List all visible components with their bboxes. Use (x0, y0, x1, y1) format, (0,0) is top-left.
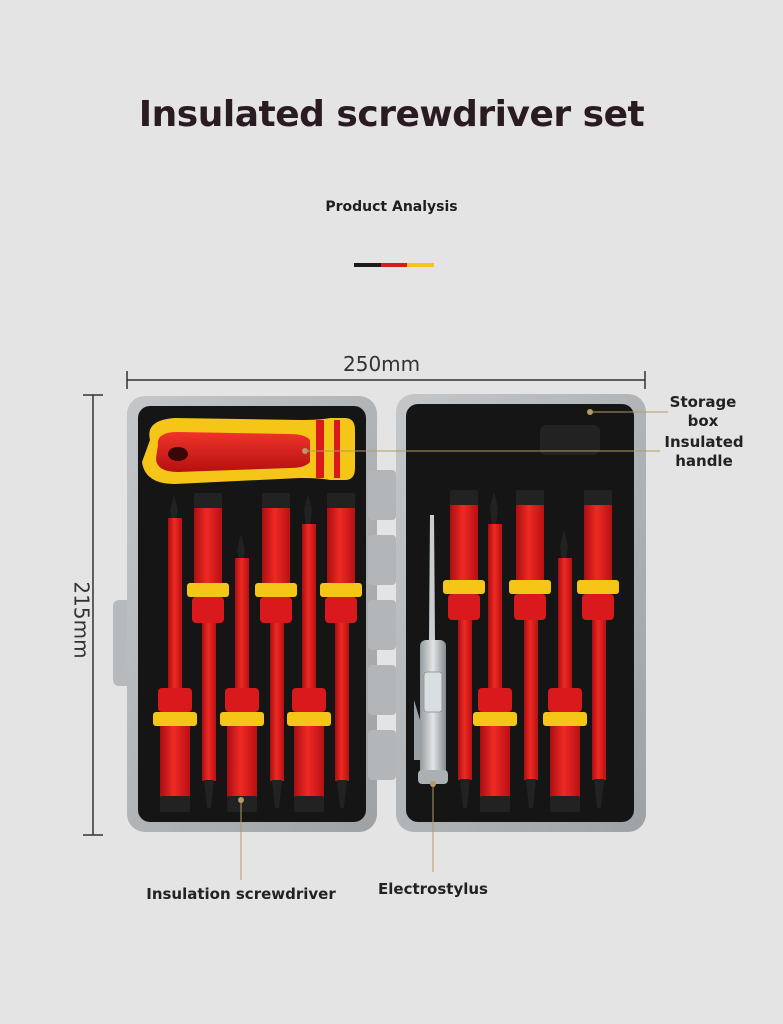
flag-red (380, 263, 408, 267)
screwdriver-9 (509, 490, 551, 808)
width-dimension-label: 250mm (343, 352, 421, 376)
screwdriver-10 (543, 530, 587, 812)
section-subtitle: Product Analysis (325, 199, 458, 215)
width-dimension-line (126, 371, 646, 389)
color-flag-divider (354, 263, 435, 267)
storage-box-label: Storage box (669, 393, 737, 430)
screwdriver-row-left (153, 493, 362, 812)
electrostylus-marker (430, 781, 436, 787)
electrostylus-tool (414, 515, 448, 784)
flag-black (354, 263, 381, 267)
screwdriver-2 (187, 493, 229, 808)
flag-yellow (407, 263, 435, 267)
screwdriver-row-right (443, 490, 619, 812)
storage-box-marker (587, 409, 593, 415)
page-title: Insulated screwdriver set (138, 94, 645, 135)
height-dimension-line (83, 394, 103, 836)
screwdriver-5 (287, 495, 331, 812)
screwdriver-6 (320, 493, 362, 808)
callout-leaders (238, 409, 668, 880)
height-dimension-label: 215mm (69, 581, 94, 659)
screwdriver-11 (577, 490, 619, 808)
screwdriver-7 (443, 490, 485, 808)
electrostylus-label: Electrostylus (378, 880, 488, 898)
screwdriver-4 (255, 493, 297, 808)
insulated-handle (142, 418, 355, 484)
screwdriver-3 (220, 534, 264, 812)
insulated-handle-label: Insulated handle (664, 433, 744, 470)
screwdriver-8 (473, 492, 517, 812)
insulation-screwdriver-label: Insulation screwdriver (146, 885, 336, 903)
screwdriver-marker (238, 797, 244, 803)
screwdriver-1 (153, 495, 197, 812)
handle-marker (302, 448, 308, 454)
